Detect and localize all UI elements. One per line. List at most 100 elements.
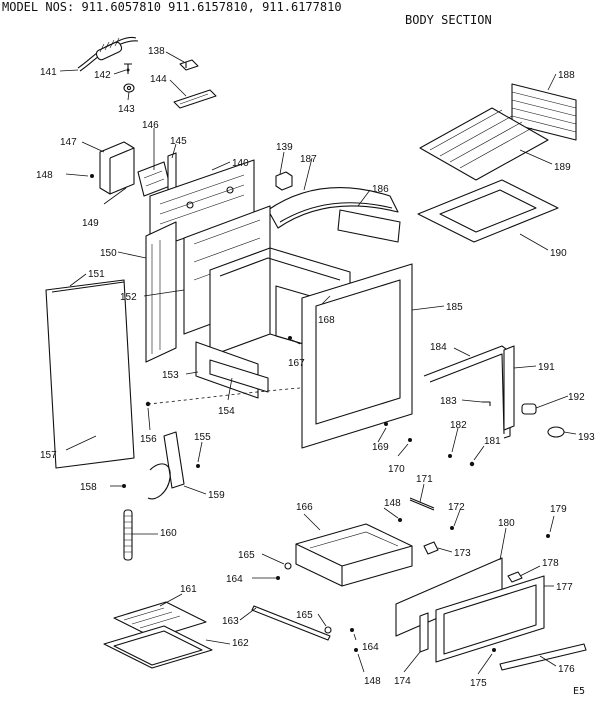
part-150-side-panel <box>145 221 177 363</box>
callout-186: 186 <box>372 184 389 195</box>
part-165-spacer-a <box>284 562 292 570</box>
part-172-screw <box>450 526 454 530</box>
part-178-clip <box>507 571 523 583</box>
part-167-screw <box>288 336 292 340</box>
callout-190: 190 <box>550 248 567 259</box>
part-181-screw <box>469 461 475 467</box>
callout-192: 192 <box>568 392 585 403</box>
callout-154: 154 <box>218 406 235 417</box>
callout-160: 160 <box>160 528 177 539</box>
callout-188: 188 <box>558 70 575 81</box>
callout-189: 189 <box>554 162 571 173</box>
section-title: BODY SECTION <box>405 13 492 27</box>
callout-164-b: 164 <box>362 642 379 653</box>
part-186-rear-trim <box>337 209 401 243</box>
part-175-screw <box>492 648 496 652</box>
callout-151: 151 <box>88 269 105 280</box>
callout-187: 187 <box>300 154 317 165</box>
part-182-screw <box>448 454 452 458</box>
callout-142: 142 <box>94 70 111 81</box>
callout-183: 183 <box>440 396 457 407</box>
part-141-power-cord <box>77 36 139 72</box>
callout-141: 141 <box>40 67 57 78</box>
part-174-end-cap <box>419 612 429 653</box>
part-154-heat-shield <box>209 359 269 393</box>
callout-172: 172 <box>448 502 465 513</box>
callout-168: 168 <box>318 315 335 326</box>
part-143-grommet <box>123 83 135 93</box>
part-185-front-frame <box>301 263 413 449</box>
part-138-clip <box>179 59 199 71</box>
callout-164-a: 164 <box>226 574 243 585</box>
callout-165-b: 165 <box>296 610 313 621</box>
callout-163: 163 <box>222 616 239 627</box>
callout-139: 139 <box>276 142 293 153</box>
callout-155: 155 <box>194 432 211 443</box>
callout-150: 150 <box>100 248 117 259</box>
callout-170: 170 <box>388 464 405 475</box>
part-165-spacer-b <box>324 626 332 634</box>
callout-157: 157 <box>40 450 57 461</box>
model-numbers: MODEL NOS: 911.6057810 911.6157810, 911.… <box>2 0 342 14</box>
callout-169: 169 <box>372 442 389 453</box>
callout-156: 156 <box>140 434 157 445</box>
part-166-drawer <box>295 523 413 587</box>
leader-lines <box>59 51 577 675</box>
callout-138: 138 <box>148 46 165 57</box>
part-147-bracket <box>99 141 135 195</box>
part-191-channel <box>503 345 515 431</box>
part-139-terminal-block <box>275 171 293 191</box>
callout-177: 177 <box>556 582 573 593</box>
callout-146: 146 <box>142 120 159 131</box>
part-179-screw <box>546 534 550 538</box>
callout-166: 166 <box>296 502 313 513</box>
callout-174: 174 <box>394 676 411 687</box>
part-142-screw <box>124 63 132 74</box>
part-188-shield <box>511 83 577 141</box>
callout-152: 152 <box>120 292 137 303</box>
part-148-screw-lower <box>354 648 358 652</box>
part-170-screw <box>408 438 412 442</box>
part-161-tray <box>113 601 207 639</box>
callout-145: 145 <box>170 136 187 147</box>
callout-178: 178 <box>542 558 559 569</box>
part-173-bracket <box>423 541 439 555</box>
callout-176: 176 <box>558 664 575 675</box>
part-164-screw-a <box>276 576 280 580</box>
callout-158: 158 <box>80 482 97 493</box>
part-148-screw-upper <box>90 174 94 178</box>
callout-148-middle: 148 <box>384 498 401 509</box>
part-164-screw-b <box>350 628 354 632</box>
callout-149: 149 <box>82 218 99 229</box>
part-144-bracket <box>173 89 217 109</box>
part-162-pan <box>103 625 213 669</box>
part-177-drawer-panel <box>435 575 545 663</box>
callout-165-a: 165 <box>238 550 255 561</box>
callout-140: 140 <box>232 158 249 169</box>
part-158-screw <box>122 484 126 488</box>
part-163-slide-rail <box>251 605 331 641</box>
callout-167: 167 <box>288 358 305 369</box>
callout-153: 153 <box>162 370 179 381</box>
callout-148-upper: 148 <box>36 170 53 181</box>
callout-179: 179 <box>550 504 567 515</box>
page-code: E5 <box>573 686 586 697</box>
part-190-broiler-pan <box>417 179 559 243</box>
callout-144: 144 <box>150 74 167 85</box>
callout-147: 147 <box>60 137 77 148</box>
part-192-lamp-socket <box>521 403 537 415</box>
part-184-gasket <box>423 345 511 439</box>
callout-159: 159 <box>208 490 225 501</box>
callout-175: 175 <box>470 678 487 689</box>
part-160-spring <box>123 509 133 561</box>
callout-184: 184 <box>430 342 447 353</box>
callout-185: 185 <box>446 302 463 313</box>
part-151-side-panel <box>45 279 135 469</box>
part-171-rod <box>409 497 435 511</box>
callout-173: 173 <box>454 548 471 559</box>
callout-148-lower: 148 <box>364 676 381 687</box>
part-183-clip <box>482 401 491 406</box>
part-169-screw <box>384 422 388 426</box>
